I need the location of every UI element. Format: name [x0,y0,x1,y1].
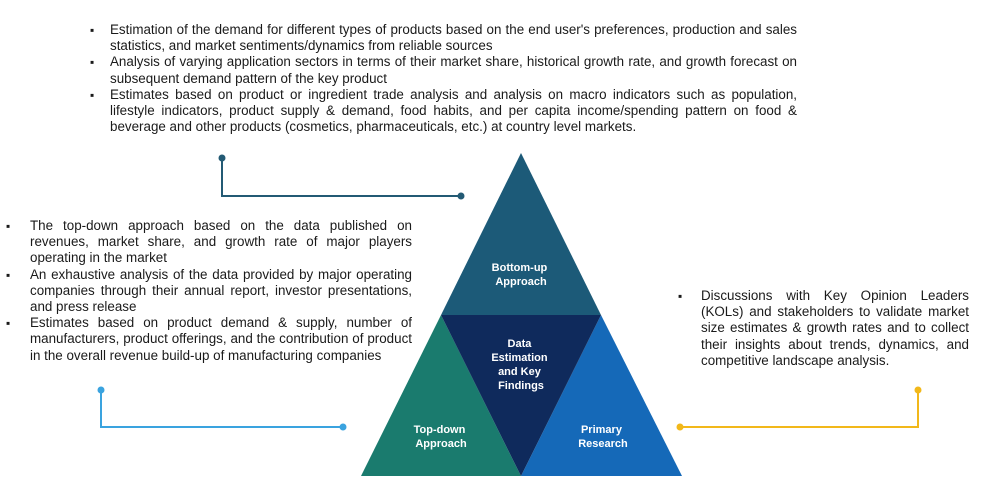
label-bottom-up: Bottom-up Approach [492,262,551,288]
top-bullet-item: Estimation of the demand for different t… [86,22,797,54]
label-data-estimation: Data Estimation and Key Findings [491,338,550,392]
pyramid-segment-right [521,315,682,476]
top-bullet-item: Analysis of varying application sectors … [86,54,797,86]
right-bullet-item: Discussions with Key Opinion Leaders (KO… [674,288,969,369]
left-bullet-item: Estimates based on product demand & supp… [2,315,412,364]
pyramid-segment-center [441,315,601,476]
connector-left [97,386,347,431]
connector-right [676,386,922,431]
left-bullet-item: The top-down approach based on the data … [2,218,412,267]
label-top-down: Top-down Approach [414,424,469,450]
pyramid-segment-left [361,315,521,476]
top-bullet-list: Estimation of the demand for different t… [86,22,797,135]
right-bullet-list: Discussions with Key Opinion Leaders (KO… [674,288,969,369]
pyramid-segment-top [441,153,601,315]
top-bullet-item: Estimates based on product or ingredient… [86,87,797,136]
left-bullet-item: An exhaustive analysis of the data provi… [2,267,412,316]
left-bullet-list: The top-down approach based on the data … [2,218,412,364]
connector-top [218,154,465,200]
label-primary-research: Primary Research [578,424,628,450]
